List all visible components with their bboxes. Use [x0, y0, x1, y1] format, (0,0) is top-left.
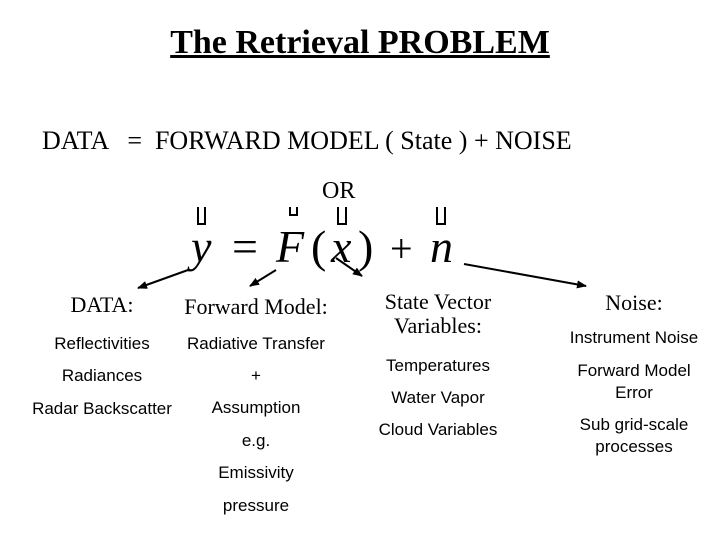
vector-mark-F [289, 207, 298, 216]
formula-equals: = [232, 221, 258, 272]
noise-column: Noise: Instrument Noise Forward Model Er… [552, 290, 716, 460]
arrow-to-data [137, 269, 189, 289]
forward-model-item: Assumption [211, 398, 301, 417]
forward-model-header: Forward Model: [184, 294, 328, 319]
formula-close-paren: ) [358, 221, 373, 272]
state-vector-column: State Vector Variables: Temperatures Wat… [356, 290, 520, 450]
data-item: Radiances [61, 366, 143, 385]
noise-item: Forward Model Error [577, 361, 691, 402]
arrow-to-forward-model [249, 269, 277, 287]
data-item: Radar Backscatter [32, 399, 172, 418]
formula-F: F [275, 221, 305, 272]
vector-mark-y [197, 207, 206, 225]
noise-header: Noise: [605, 290, 663, 315]
state-vector-header-line1: State Vector [384, 289, 492, 314]
page-title: The Retrieval PROBLEM [170, 24, 550, 61]
vector-mark-x [337, 207, 347, 225]
or-label: OR [322, 178, 356, 204]
forward-model-item: e.g. [241, 431, 271, 450]
formula-n: n [430, 221, 453, 272]
forward-model-item: Radiative Transfer [187, 334, 325, 353]
data-item: Reflectivities [54, 334, 150, 353]
data-column: DATA: Reflectivities Radiances Radar Bac… [16, 292, 188, 432]
arrow-to-noise [463, 263, 587, 289]
state-vector-item: Water Vapor [391, 388, 485, 407]
vector-mark-n [436, 207, 446, 225]
formula-open-paren: ( [311, 221, 326, 272]
forward-model-item: Emissivity [218, 463, 294, 482]
data-header: DATA: [70, 292, 134, 317]
forward-model-item: pressure [222, 496, 290, 515]
noise-item: Sub grid-scale processes [579, 415, 689, 456]
arrow-to-state-vector [335, 257, 363, 277]
noise-item: Instrument Noise [569, 328, 699, 347]
state-vector-header-line2: Variables: [394, 313, 482, 338]
forward-model-column: Forward Model: Radiative Transfer + Assu… [168, 294, 344, 524]
formula-x: x [330, 221, 352, 272]
equation-text: DATA = FORWARD MODEL ( State ) + NOISE [42, 126, 572, 155]
state-vector-item: Cloud Variables [378, 420, 498, 439]
formula-y: y [187, 221, 212, 272]
vector-marks [197, 207, 446, 225]
formula-plus: + [390, 226, 413, 271]
state-vector-item: Temperatures [386, 356, 490, 375]
forward-model-item: + [251, 366, 261, 385]
